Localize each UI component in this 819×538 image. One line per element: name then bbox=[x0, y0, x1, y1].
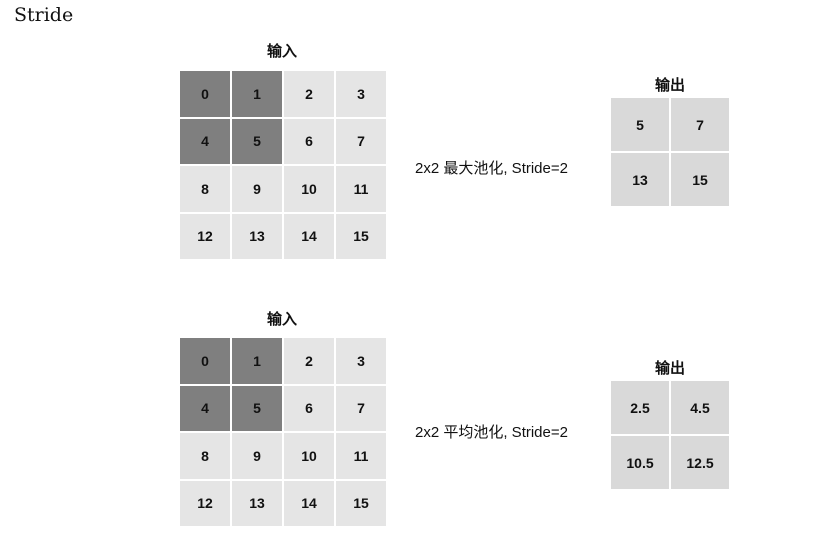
input-cell: 14 bbox=[284, 480, 334, 526]
highlighted-input-cell: 5 bbox=[232, 118, 282, 164]
input-cell: 3 bbox=[336, 71, 386, 117]
operation-label: 2x2 平均池化, Stride=2 bbox=[415, 424, 568, 441]
input-cell: 3 bbox=[336, 338, 386, 384]
output-label: 输出 bbox=[654, 360, 685, 377]
output-cell: 7 bbox=[671, 98, 729, 151]
input-cell: 10 bbox=[284, 166, 334, 212]
output-cell: 4.5 bbox=[671, 381, 729, 434]
highlighted-input-cell: 1 bbox=[232, 71, 282, 117]
input-cell: 12 bbox=[180, 480, 230, 526]
input-cell: 8 bbox=[180, 166, 230, 212]
highlighted-input-cell: 0 bbox=[180, 338, 230, 384]
highlighted-input-cell: 5 bbox=[232, 385, 282, 431]
output-cell: 2.5 bbox=[611, 381, 669, 434]
input-cell: 9 bbox=[232, 433, 282, 479]
input-cell: 15 bbox=[336, 480, 386, 526]
input-cell: 13 bbox=[232, 480, 282, 526]
input-cell: 7 bbox=[336, 385, 386, 431]
input-cell: 12 bbox=[180, 213, 230, 259]
highlighted-input-cell: 4 bbox=[180, 385, 230, 431]
input-cell: 10 bbox=[284, 433, 334, 479]
input-label: 输入 bbox=[266, 311, 297, 328]
output-cell: 12.5 bbox=[671, 436, 729, 489]
operation-label: 2x2 最大池化, Stride=2 bbox=[415, 160, 568, 177]
input-cell: 11 bbox=[336, 166, 386, 212]
input-cell: 8 bbox=[180, 433, 230, 479]
input-cell: 2 bbox=[284, 71, 334, 117]
output-cell: 5 bbox=[611, 98, 669, 151]
input-cell: 2 bbox=[284, 338, 334, 384]
output-cell: 15 bbox=[671, 153, 729, 206]
input-label: 输入 bbox=[266, 43, 297, 60]
page-title: Stride bbox=[14, 4, 74, 26]
input-cell: 7 bbox=[336, 118, 386, 164]
output-cell: 13 bbox=[611, 153, 669, 206]
output-label: 输出 bbox=[654, 77, 685, 94]
highlighted-input-cell: 1 bbox=[232, 338, 282, 384]
output-cell: 10.5 bbox=[611, 436, 669, 489]
input-cell: 9 bbox=[232, 166, 282, 212]
input-cell: 6 bbox=[284, 385, 334, 431]
input-cell: 11 bbox=[336, 433, 386, 479]
input-cell: 14 bbox=[284, 213, 334, 259]
input-cell: 15 bbox=[336, 213, 386, 259]
highlighted-input-cell: 4 bbox=[180, 118, 230, 164]
input-cell: 6 bbox=[284, 118, 334, 164]
input-cell: 13 bbox=[232, 213, 282, 259]
highlighted-input-cell: 0 bbox=[180, 71, 230, 117]
